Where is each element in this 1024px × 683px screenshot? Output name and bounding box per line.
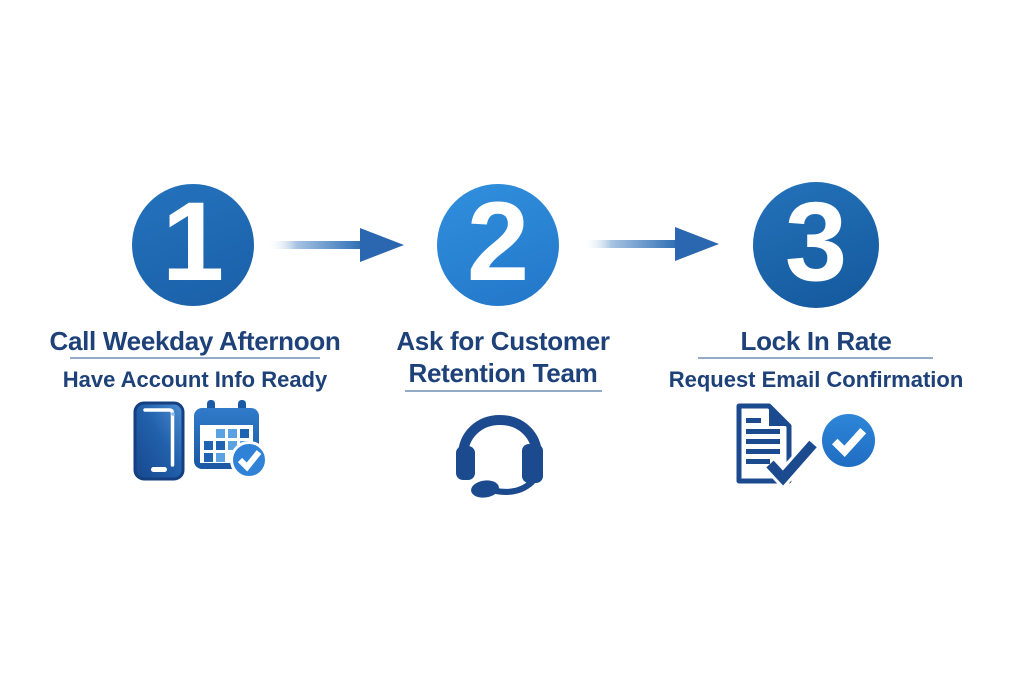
step-3-divider [698, 357, 933, 359]
arrow-right-icon [268, 228, 404, 262]
step-2-number-badge: 2 [437, 184, 559, 306]
step-3-number-badge: 3 [753, 182, 879, 308]
calendar-check-icon [194, 400, 268, 479]
step-3-number: 3 [784, 179, 848, 304]
step-1-subtitle: Have Account Info Ready [62, 367, 328, 392]
headset-icon [456, 414, 543, 498]
step-1-number: 1 [161, 179, 225, 304]
step-1-title: Call Weekday Afternoon [49, 326, 341, 356]
step-1-divider [70, 357, 320, 359]
document-check-icon [736, 403, 818, 488]
step-2-number: 2 [466, 179, 530, 304]
arrow-right-icon [583, 227, 719, 261]
step-2-title: Ask for Customer Retention Team [396, 326, 610, 388]
check-circle-icon [821, 413, 876, 468]
step-2-divider [405, 390, 602, 392]
step-3-title: Lock In Rate [740, 326, 892, 356]
step-3-subtitle: Request Email Confirmation [668, 367, 964, 392]
smartphone-icon [133, 401, 185, 481]
step-1-number-badge: 1 [132, 184, 254, 306]
